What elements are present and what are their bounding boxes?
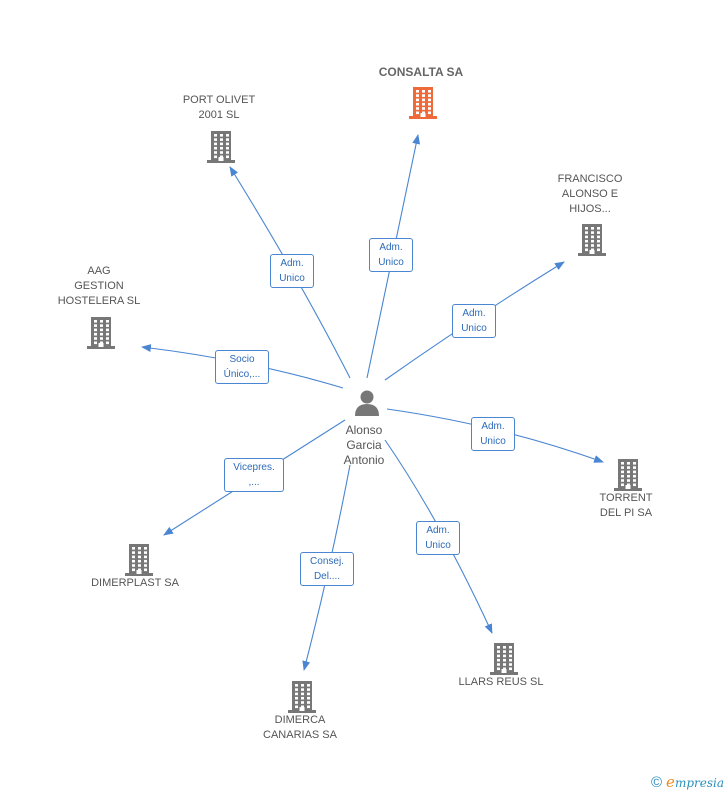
company-label-torrent[interactable]: TORRENT DEL PI SA <box>561 491 691 521</box>
building-icon[interactable] <box>488 642 520 676</box>
relation-label-line: Vicepres. <box>233 462 275 473</box>
company-label-line: LLARS REUS SL <box>458 676 544 688</box>
relation-label-consalta[interactable]: Adm. Unico <box>369 238 413 272</box>
person-name-line: Antonio <box>343 453 385 467</box>
company-label-line: HIJOS... <box>569 203 611 215</box>
building-icon[interactable] <box>123 543 155 577</box>
relation-label-line: Adm. <box>426 525 450 536</box>
relation-label-line: Unico <box>378 257 404 268</box>
company-label-line: 2001 SL <box>198 109 240 121</box>
company-label-dimerplast[interactable]: DIMERPLAST SA <box>70 576 200 591</box>
building-icon[interactable] <box>576 223 608 257</box>
person-name-line: Garcia <box>346 438 382 452</box>
company-label-line: PORT OLIVET <box>182 94 256 106</box>
company-label-line: DEL PI SA <box>599 507 653 519</box>
company-label-line: CONSALTA SA <box>378 65 464 79</box>
relation-label-line: Unico <box>279 273 305 284</box>
building-icon[interactable] <box>612 458 644 492</box>
relation-label-line: Unico <box>480 436 506 447</box>
company-label-line: ALONSO E <box>561 188 619 200</box>
building-icon[interactable] <box>205 130 237 164</box>
company-label-dimerca[interactable]: DIMERCA CANARIAS SA <box>235 713 365 743</box>
company-label-line: AAG <box>87 265 111 277</box>
relation-label-dimerplast[interactable]: Vicepres.,... <box>224 458 284 492</box>
company-label-line: CANARIAS SA <box>263 729 337 741</box>
company-label-consalta[interactable]: CONSALTA SA <box>356 65 486 80</box>
copyright-icon: © <box>650 774 663 791</box>
relation-label-line: Del.... <box>313 571 341 582</box>
brand-name: mpresia <box>674 776 724 790</box>
relation-label-line: Socio <box>229 354 255 365</box>
company-label-line: HOSTELERA SL <box>57 295 141 307</box>
relation-label-francisco[interactable]: Adm. Unico <box>452 304 496 338</box>
company-label-port-olivet[interactable]: PORT OLIVET 2001 SL <box>154 93 284 123</box>
relation-label-line: Unico <box>425 540 451 551</box>
company-label-line: TORRENT <box>599 492 653 504</box>
person-icon[interactable] <box>352 388 382 418</box>
company-label-line: DIMERCA <box>274 714 326 726</box>
company-label-line: FRANCISCO <box>557 173 623 185</box>
relation-label-line: Consej. <box>310 556 344 567</box>
company-label-aag[interactable]: AAG GESTION HOSTELERA SL <box>34 264 164 309</box>
relation-label-dimerca[interactable]: Consej. Del.... <box>300 552 354 586</box>
relation-label-torrent[interactable]: Adm. Unico <box>471 417 515 451</box>
brand-logo-e: e <box>666 773 675 791</box>
company-label-francisco[interactable]: FRANCISCO ALONSO E HIJOS... <box>525 172 655 217</box>
company-label-llars[interactable]: LLARS REUS SL <box>436 675 566 690</box>
relation-label-port-olivet[interactable]: Adm. Unico <box>270 254 314 288</box>
relation-label-line: ,... <box>248 477 260 488</box>
company-label-line: DIMERPLAST SA <box>91 577 179 589</box>
relation-label-line: Unico <box>461 323 487 334</box>
person-name-line: Alonso <box>345 423 383 437</box>
footer-brand: ©empresia <box>651 773 724 791</box>
company-label-line: GESTION <box>74 280 124 292</box>
relation-label-line: Adm. <box>481 421 505 432</box>
relation-label-line: Adm. <box>462 308 486 319</box>
building-icon[interactable] <box>407 86 439 120</box>
relation-label-llars[interactable]: Adm. Unico <box>416 521 460 555</box>
building-icon[interactable] <box>286 680 318 714</box>
relation-label-line: Adm. <box>280 258 304 269</box>
building-icon[interactable] <box>85 316 117 350</box>
relation-label-line: Único,... <box>223 369 261 380</box>
relation-label-line: Adm. <box>379 242 403 253</box>
